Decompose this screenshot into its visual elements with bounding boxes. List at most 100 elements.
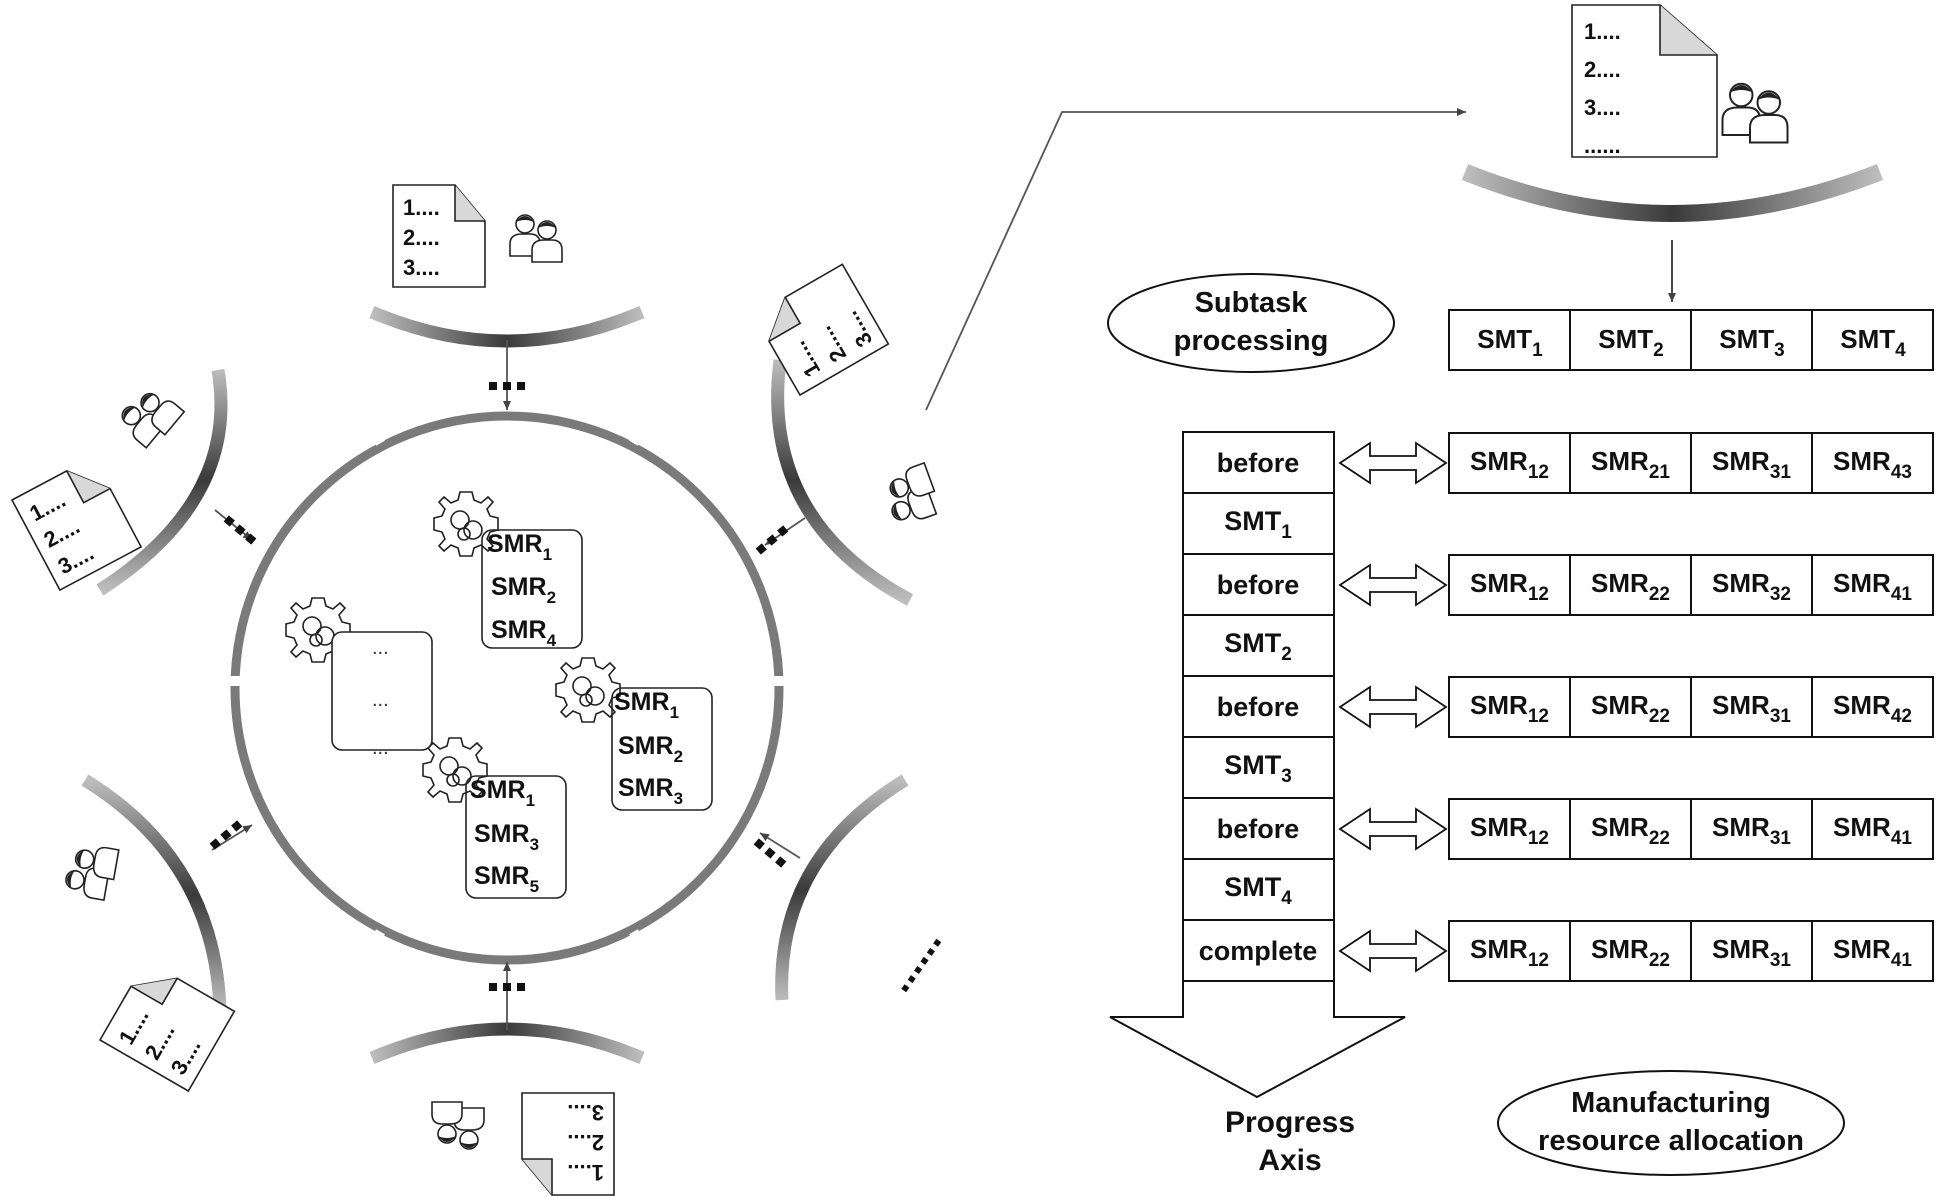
svg-text:...: ... bbox=[372, 637, 389, 659]
smr-cell: SMR31 bbox=[1712, 446, 1791, 483]
inner-box-2: SMR1 SMR2 SMR3 bbox=[611, 687, 713, 811]
svg-text:2....: 2.... bbox=[403, 225, 440, 250]
svg-text:......: ...... bbox=[1584, 133, 1621, 158]
smr-item: SMR bbox=[618, 732, 674, 760]
svg-text:SMR3: SMR3 bbox=[474, 820, 539, 854]
svg-text:Progress: Progress bbox=[1225, 1106, 1355, 1139]
smr-item: SMR bbox=[474, 820, 530, 848]
smr-cell: SMR41 bbox=[1833, 812, 1912, 849]
svg-text:SMR2: SMR2 bbox=[618, 732, 683, 766]
svg-text:2....: 2.... bbox=[567, 1130, 604, 1155]
svg-text:resource allocation: resource allocation bbox=[1538, 1125, 1804, 1157]
arc-connectors bbox=[211, 340, 806, 1030]
smr-item: SMR bbox=[618, 774, 674, 802]
users-icon bbox=[62, 841, 120, 902]
smr-cell: SMR12 bbox=[1470, 446, 1549, 483]
smr-cell: SMR12 bbox=[1470, 812, 1549, 849]
stage-label: before bbox=[1217, 692, 1300, 722]
svg-text:processing: processing bbox=[1174, 325, 1329, 357]
users-icon bbox=[879, 462, 943, 529]
outer-arcs bbox=[81, 306, 914, 1064]
dash-markers bbox=[209, 382, 789, 991]
smr-cell: SMR31 bbox=[1712, 690, 1791, 727]
smt-cell: SMT4 bbox=[1840, 324, 1906, 361]
smr-item: SMR bbox=[487, 530, 543, 558]
top-task-document: 1.... 2.... 3.... bbox=[392, 184, 486, 288]
platform-ring bbox=[230, 411, 784, 965]
svg-text:Manufacturing: Manufacturing bbox=[1571, 1087, 1771, 1119]
smr-cell: SMR41 bbox=[1833, 934, 1912, 971]
lower-left-task-document: 1.... 2.... 3.... bbox=[99, 959, 236, 1092]
progress-column: before SMT1 before SMT2 before SMT3 befo… bbox=[1109, 431, 1406, 1099]
subtask-processing-label: Subtask processing bbox=[1107, 273, 1395, 373]
smr-cell: SMR42 bbox=[1833, 690, 1912, 727]
stage-label: before bbox=[1217, 814, 1300, 844]
smr-cell: SMR21 bbox=[1591, 446, 1670, 483]
stage-label: complete bbox=[1199, 936, 1318, 966]
smr-cell: SMR12 bbox=[1470, 690, 1549, 727]
inner-box-3: SMR1 SMR3 SMR5 bbox=[465, 775, 567, 899]
progress-axis-label: Progress Axis bbox=[1225, 1106, 1355, 1177]
stage-label: before bbox=[1217, 570, 1300, 600]
svg-text:3....: 3.... bbox=[1584, 95, 1621, 120]
smr-cell: SMR41 bbox=[1833, 568, 1912, 605]
more-platforms-marker: ...... bbox=[876, 920, 950, 1000]
svg-text:1....: 1.... bbox=[567, 1160, 604, 1185]
smr-cell: SMR31 bbox=[1712, 812, 1791, 849]
ellipsis-box: ... ... ... bbox=[331, 631, 433, 759]
svg-text:SMR1: SMR1 bbox=[614, 688, 679, 722]
smr-cell: SMR31 bbox=[1712, 934, 1791, 971]
smr-cell: SMR22 bbox=[1591, 934, 1670, 971]
svg-text:1....: 1.... bbox=[1584, 19, 1621, 44]
svg-text:SMR4: SMR4 bbox=[491, 616, 557, 650]
smt-cell: SMT1 bbox=[1477, 324, 1543, 361]
smt-cell: SMT2 bbox=[1598, 324, 1663, 361]
svg-text:SMR2: SMR2 bbox=[491, 573, 556, 607]
upper-left-task-document: 1.... 2.... 3.... bbox=[11, 456, 142, 591]
svg-text:...: ... bbox=[372, 689, 389, 711]
svg-text:SMR1: SMR1 bbox=[487, 530, 552, 564]
svg-text:3....: 3.... bbox=[403, 255, 440, 280]
smt-cell: SMT3 bbox=[1719, 324, 1784, 361]
users-icon bbox=[509, 214, 563, 263]
stage-label: SMT1 bbox=[1224, 506, 1292, 543]
smr-cell: SMR22 bbox=[1591, 568, 1670, 605]
smt-header-row: SMT1 SMT2 SMT3 SMT4 bbox=[1448, 309, 1934, 371]
svg-text:Subtask: Subtask bbox=[1195, 287, 1309, 319]
smr-cell: SMR43 bbox=[1833, 446, 1912, 483]
svg-text:Axis: Axis bbox=[1258, 1144, 1321, 1177]
double-arrows bbox=[1338, 441, 1448, 973]
detail-connector bbox=[925, 108, 1466, 411]
smr-item: SMR bbox=[470, 776, 526, 804]
svg-text:...: ... bbox=[372, 737, 389, 759]
svg-text:3....: 3.... bbox=[567, 1100, 604, 1125]
stage-label: SMT3 bbox=[1224, 750, 1292, 787]
smr-cell: SMR32 bbox=[1712, 568, 1791, 605]
smr-item: SMR bbox=[614, 688, 670, 716]
smr-cell: SMR12 bbox=[1470, 934, 1549, 971]
smr-cell: SMR22 bbox=[1591, 690, 1670, 727]
users-icon bbox=[113, 380, 186, 453]
users-icon bbox=[431, 1101, 485, 1150]
users-icon bbox=[1721, 82, 1789, 144]
smr-item: SMR bbox=[491, 616, 547, 644]
allocation-label: Manufacturing resource allocation bbox=[1497, 1070, 1845, 1176]
stage-label: before bbox=[1217, 448, 1300, 478]
svg-text:SMR1: SMR1 bbox=[470, 776, 535, 810]
right-task-document: 1.... 2.... 3.... ...... bbox=[1571, 4, 1718, 158]
svg-text:SMR3: SMR3 bbox=[618, 774, 683, 808]
smr-cell: SMR12 bbox=[1470, 568, 1549, 605]
gear-icon bbox=[555, 657, 621, 723]
smr-cell: SMR22 bbox=[1591, 812, 1670, 849]
smr-item: SMR bbox=[491, 573, 547, 601]
stage-label: SMT2 bbox=[1224, 628, 1292, 665]
inner-box-1: SMR1 SMR2 SMR4 bbox=[481, 529, 583, 650]
svg-text:2....: 2.... bbox=[1584, 57, 1621, 82]
smr-item: SMR bbox=[474, 862, 530, 890]
upper-right-task-document: 1.... 2.... 3.... bbox=[753, 263, 890, 396]
stage-label: SMT4 bbox=[1224, 872, 1292, 909]
svg-text:SMR5: SMR5 bbox=[474, 862, 539, 896]
right-platform-arc bbox=[1461, 164, 1884, 222]
